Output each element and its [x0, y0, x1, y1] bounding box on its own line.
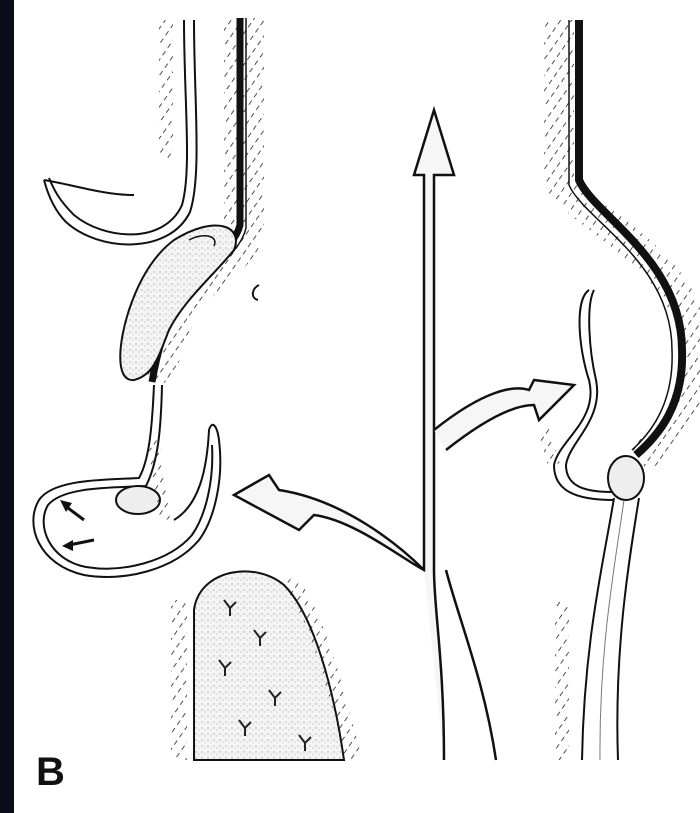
panel-label: B: [36, 752, 65, 792]
anatomy-diagram: [14, 0, 700, 813]
figure-panel: B: [14, 0, 700, 813]
lower-stippled-mass: [179, 571, 354, 760]
left-upper-tube: [44, 20, 197, 244]
small-arrows: [60, 500, 94, 551]
left-lower-pouch: [33, 385, 220, 577]
